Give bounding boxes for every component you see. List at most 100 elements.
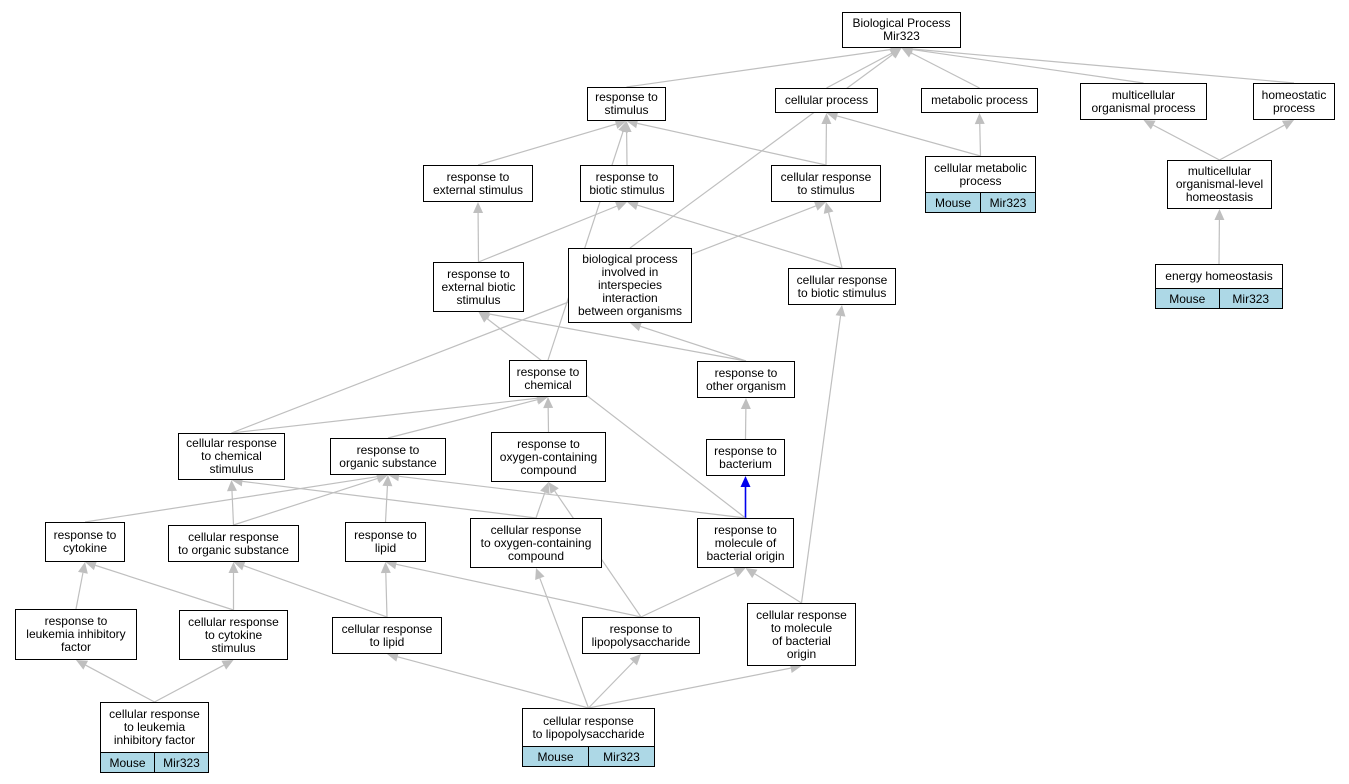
edge-response-to-lipopolysaccharide-to-response-to-molecule-of-bacterial-origin	[640, 568, 746, 618]
node-response-to-cytokine[interactable]: response to cytokine	[45, 522, 125, 562]
edge-line	[243, 565, 388, 618]
node-multicellular-organismal-process[interactable]: multicellular organismal process	[1080, 83, 1207, 120]
node-response-to-molecule-of-bacterial-origin[interactable]: response to molecule of bacterial origin	[697, 518, 794, 568]
node-cellular-response-to-chemical-stimulus[interactable]: cellular response to chemical stimulus	[178, 433, 285, 480]
node-cellular-process[interactable]: cellular process	[775, 88, 878, 113]
edge-arrowhead	[1214, 209, 1225, 221]
node-cellular-response-to-leukemia-inhibitory-factor[interactable]: cellular response to leukemia inhibitory…	[100, 702, 209, 773]
node-response-to-external-stimulus[interactable]: response to external stimulus	[423, 165, 533, 202]
edge-line	[477, 123, 617, 166]
edge-line	[912, 48, 1144, 84]
edge-line	[626, 48, 891, 88]
edge-cellular-response-to-leukemia-inhibitory-factor-to-cellular-response-to-cytokine-stimulus	[154, 660, 234, 703]
node-label: cellular process	[784, 93, 869, 107]
node-homeostatic-process[interactable]: homeostatic process	[1253, 83, 1335, 120]
node-response-to-lipopolysaccharide[interactable]: response to lipopolysaccharide	[582, 617, 700, 654]
edge-arrowhead	[974, 113, 985, 125]
edge-arrowhead	[813, 201, 826, 211]
node-label: multicellular organismal-level homeostas…	[1175, 164, 1264, 204]
node-cellular-response-to-lipid[interactable]: cellular response to lipid	[332, 617, 442, 654]
node-label: response to leukemia inhibitory factor	[26, 614, 126, 654]
edge-arrowhead	[233, 561, 246, 571]
node-response-to-other-organism[interactable]: response to other organism	[697, 361, 795, 398]
node-cellular-response-to-cytokine-stimulus[interactable]: cellular response to cytokine stimulus	[179, 610, 288, 660]
edge-multicellular-organismal-process-to-biological-process	[901, 44, 1144, 84]
edge-energy-homeostasis-to-multicellular-organismal-level-homeostasis	[1214, 209, 1225, 265]
edge-arrowhead	[387, 652, 399, 662]
edge-line	[85, 664, 155, 703]
node-response-to-oxygen-containing-compound[interactable]: response to oxygen-containing compound	[491, 432, 606, 482]
node-label: biological process involved in interspec…	[577, 252, 683, 318]
organism-tag: Mouse	[1156, 289, 1219, 308]
edge-line	[754, 573, 802, 604]
edge-cellular-response-to-biotic-stimulus-to-cellular-response-to-stimulus	[823, 202, 843, 269]
edge-line	[95, 564, 234, 611]
node-label: response to biotic stimulus	[589, 169, 665, 197]
node-response-to-chemical[interactable]: response to chemical	[509, 360, 587, 397]
node-label: response to chemical	[516, 364, 580, 392]
node-response-to-bacterium[interactable]: response to bacterium	[706, 439, 785, 476]
node-cellular-response-to-organic-substance[interactable]: cellular response to organic substance	[168, 525, 299, 562]
edge-cellular-response-to-lipid-to-cellular-response-to-organic-substance	[233, 561, 388, 618]
edge-arrowhead	[1281, 120, 1294, 130]
node-label: cellular response to organic substance	[178, 529, 289, 557]
edge-arrowhead	[536, 394, 548, 405]
edge-cellular-response-to-organic-substance-to-cellular-response-to-chemical-stimulus	[226, 480, 237, 526]
organism-tag: Mouse	[926, 193, 980, 212]
node-metabolic-process[interactable]: metabolic process	[921, 88, 1038, 113]
edge-line	[231, 205, 816, 434]
edge-line	[640, 325, 747, 362]
edge-line	[384, 485, 389, 523]
node-label: response to external stimulus	[432, 169, 524, 197]
edge-cellular-metabolic-process-to-metabolic-process	[974, 113, 985, 157]
node-label: cellular response to molecule of bacteri…	[756, 607, 847, 661]
node-multicellular-organismal-level-homeostasis[interactable]: multicellular organismal-level homeostas…	[1167, 160, 1272, 209]
node-cellular-response-to-molecule-of-bacterial-origin[interactable]: cellular response to molecule of bacteri…	[747, 603, 856, 666]
node-label: cellular response to cytokine stimulus	[188, 614, 279, 655]
edge-arrowhead	[375, 473, 388, 484]
node-cellular-response-to-biotic-stimulus[interactable]: cellular response to biotic stimulus	[788, 268, 896, 305]
node-response-to-leukemia-inhibitory-factor[interactable]: response to leukemia inhibitory factor	[15, 609, 137, 660]
edge-response-to-external-stimulus-to-response-to-stimulus	[477, 119, 627, 166]
edge-arrowhead	[540, 482, 550, 495]
node-response-to-stimulus[interactable]: response to stimulus	[587, 87, 666, 121]
node-label: response to molecule of bacterial origin	[706, 522, 785, 563]
node-response-to-organic-substance[interactable]: response to organic substance	[330, 438, 446, 475]
edge-arrowhead	[380, 562, 391, 574]
edge-arrowhead	[478, 312, 491, 323]
edge-cellular-process-to-biological-process	[826, 48, 902, 89]
node-cellular-response-to-stimulus[interactable]: cellular response to stimulus	[771, 165, 881, 202]
node-cellular-response-to-oxygen-containing-compound[interactable]: cellular response to oxygen-containing c…	[470, 518, 602, 568]
node-response-to-lipid[interactable]: response to lipid	[345, 522, 426, 562]
edge-biological-process-interspecies-to-biological-process	[629, 48, 902, 249]
edge-arrowhead	[629, 654, 641, 666]
edge-line	[539, 578, 590, 709]
edge-arrowhead	[630, 321, 643, 332]
edge-response-to-stimulus-to-biological-process	[626, 44, 902, 88]
node-label: cellular response to leukemia inhibitory…	[109, 707, 200, 747]
edge-cellular-response-to-cytokine-stimulus-to-response-to-cytokine	[85, 560, 234, 611]
edge-arrowhead	[627, 200, 639, 211]
edge-line	[588, 667, 791, 709]
edge-line	[1219, 124, 1285, 161]
node-response-to-biotic-stimulus[interactable]: response to biotic stimulus	[580, 165, 674, 202]
node-biological-process-interspecies[interactable]: biological process involved in interspec…	[568, 248, 692, 323]
node-label: response to other organism	[705, 365, 787, 393]
node-response-to-external-biotic-stimulus[interactable]: response to external biotic stimulus	[433, 262, 524, 312]
node-label: cellular response to chemical stimulus	[186, 436, 277, 476]
edge-response-to-chemical-to-response-to-stimulus	[547, 121, 628, 361]
edge-line	[489, 313, 747, 362]
edge-cellular-response-to-leukemia-inhibitory-factor-to-response-to-leukemia-inhibitory-factor	[76, 660, 155, 703]
edge-line	[836, 115, 981, 157]
node-biological-process[interactable]: Biological Process Mir323	[842, 12, 961, 48]
edge-arrowhead	[740, 476, 751, 487]
edge-arrowhead	[733, 568, 746, 578]
node-label: response to stimulus	[595, 90, 658, 117]
edge-response-to-oxygen-containing-compound-to-response-to-chemical	[543, 397, 554, 433]
node-label: Biological Process Mir323	[852, 16, 951, 43]
